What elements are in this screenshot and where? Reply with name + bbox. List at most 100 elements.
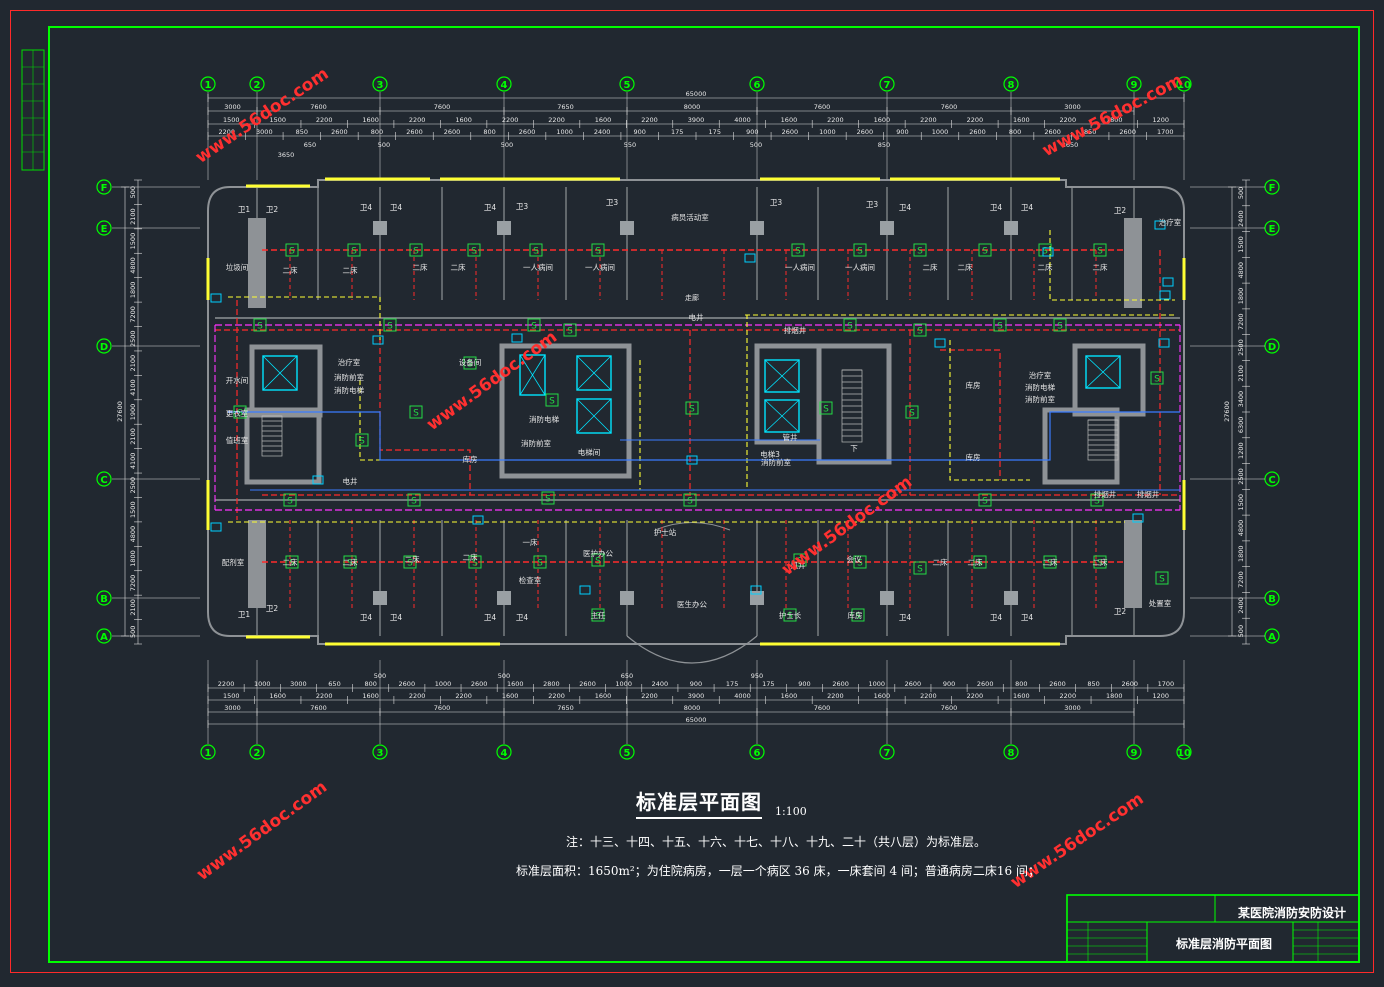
smoke-detector — [993, 318, 1007, 332]
elevator-car-x — [764, 399, 800, 433]
grid-label-F: F — [101, 183, 108, 194]
grid-label-9: 9 — [1131, 748, 1138, 759]
smoke-detector-label: S — [1094, 497, 1100, 507]
dim-bottom-total-label: 65000 — [686, 716, 707, 724]
elevator-car — [1085, 355, 1121, 389]
dim-top-bays-label: 7600 — [310, 103, 327, 111]
stair-treads-box — [261, 415, 283, 457]
column — [497, 591, 511, 605]
smoke-detector-label: S — [847, 322, 853, 332]
dim-right-label: 500 — [1237, 187, 1245, 199]
grid-label-E: E — [1269, 224, 1276, 235]
column — [620, 221, 634, 235]
dim-top-sub-label: 1600 — [455, 116, 472, 124]
grid-bubble-4 — [496, 76, 512, 92]
grid-bubble-1 — [200, 744, 216, 760]
elevator-car — [764, 359, 800, 393]
room-label: 电梯间 — [578, 447, 601, 457]
room-label: 一人病间 — [845, 262, 875, 272]
room-label: 护士长 — [779, 610, 802, 620]
smoke-detector — [233, 405, 247, 419]
dim-bottom-sub-label: 1500 — [223, 692, 240, 700]
smoke-detector — [407, 493, 421, 507]
grid-label-1: 1 — [205, 748, 212, 759]
dim-top-sub-label: 2200 — [409, 116, 426, 124]
smoke-detector — [913, 243, 927, 257]
room-label: 卫4 — [360, 613, 372, 622]
dim-top-fine-label: 800 — [371, 128, 383, 136]
room-label: 消防电梯 — [1025, 382, 1055, 392]
smoke-detector — [529, 243, 543, 257]
room-label: 卫4 — [390, 613, 402, 622]
room-label: 卫2 — [266, 205, 278, 214]
smoke-detector-label: S — [982, 497, 988, 507]
dim-misc-label: 950 — [751, 672, 763, 680]
smoke-detector — [468, 555, 482, 569]
dim-top-sub-label: 2200 — [827, 116, 844, 124]
room-label: 卫4 — [390, 203, 402, 212]
smoke-detector — [1093, 555, 1107, 569]
grid-label-B: B — [100, 594, 108, 605]
room-label: 管井 — [783, 432, 798, 442]
outer-border — [10, 10, 1374, 973]
power-line — [949, 340, 1030, 481]
grid-bubble-B — [96, 590, 112, 606]
smoke-detector-label: S — [917, 327, 923, 337]
room-label: 病员活动室 — [671, 212, 709, 222]
smoke-detector — [843, 318, 857, 332]
dim-top-sub-label: 3900 — [688, 116, 705, 124]
dim-bottom-bays-label: 7600 — [814, 704, 831, 712]
dim-bottom-fine-label: 900 — [690, 680, 702, 688]
smoke-detector-label: S — [823, 405, 829, 415]
dim-bottom-fine-label: 800 — [364, 680, 376, 688]
dim-top-sub-label: 1600 — [595, 116, 612, 124]
smoke-detector-label: S — [1097, 559, 1103, 569]
room-label: 开水间 — [226, 375, 249, 385]
call-point-icon — [372, 335, 384, 345]
dim-top-fine-label: 2600 — [782, 128, 799, 136]
grid-bubble-7 — [879, 744, 895, 760]
dim-misc-label: 550 — [624, 141, 636, 149]
dim-bottom-sub-label: 2200 — [316, 692, 333, 700]
dim-top-sub-label: 1600 — [781, 116, 798, 124]
dim-bottom-bays-label: 7600 — [310, 704, 327, 712]
dim-misc-label: 500 — [501, 141, 513, 149]
grid-label-10: 10 — [1177, 748, 1191, 759]
grid-bubble-7 — [879, 76, 895, 92]
smoke-detector-label: S — [689, 405, 695, 415]
column — [497, 221, 511, 235]
dim-bottom-fine-label: 900 — [943, 680, 955, 688]
room-label: 库房 — [463, 454, 478, 464]
room-label: 排烟井 — [784, 325, 807, 335]
room-label: 二床 — [933, 557, 948, 567]
dim-left-label: 4100 — [129, 453, 137, 470]
dim-bottom-fine-label: 2800 — [543, 680, 560, 688]
title-block-drawing-name: 标准层消防平面图 — [1176, 937, 1273, 951]
smoke-detector — [853, 243, 867, 257]
room-label: 二床 — [463, 552, 478, 562]
grid-label-D: D — [100, 342, 108, 353]
dim-left-label: 1500 — [129, 233, 137, 250]
call-point-icon — [472, 515, 484, 525]
signal-line — [228, 411, 1180, 461]
smoke-detector-label: S — [797, 557, 803, 567]
end-wall — [248, 520, 266, 608]
dim-bottom-fine-label: 2600 — [579, 680, 596, 688]
room-label: 二床 — [1093, 557, 1109, 567]
room-label: 二床 — [451, 262, 466, 272]
room-label: 治疗室 — [1029, 370, 1052, 380]
dim-right-label: 1500 — [1237, 236, 1245, 253]
smoke-detector-label: S — [1047, 559, 1053, 569]
dim-bottom-fine-label: 2600 — [1122, 680, 1139, 688]
dim-misc-label: 500 — [750, 141, 762, 149]
grid-label-2: 2 — [254, 748, 261, 759]
grid-label-1: 1 — [205, 80, 212, 91]
smoke-detector-label: S — [533, 247, 539, 257]
grid-bubble-A — [96, 628, 112, 644]
dim-top-bays-label: 7600 — [941, 103, 958, 111]
room-label: 设备间 — [459, 357, 482, 367]
smoke-detector — [783, 608, 797, 622]
smoke-detector — [591, 553, 605, 567]
call-point-icon — [1158, 338, 1170, 348]
